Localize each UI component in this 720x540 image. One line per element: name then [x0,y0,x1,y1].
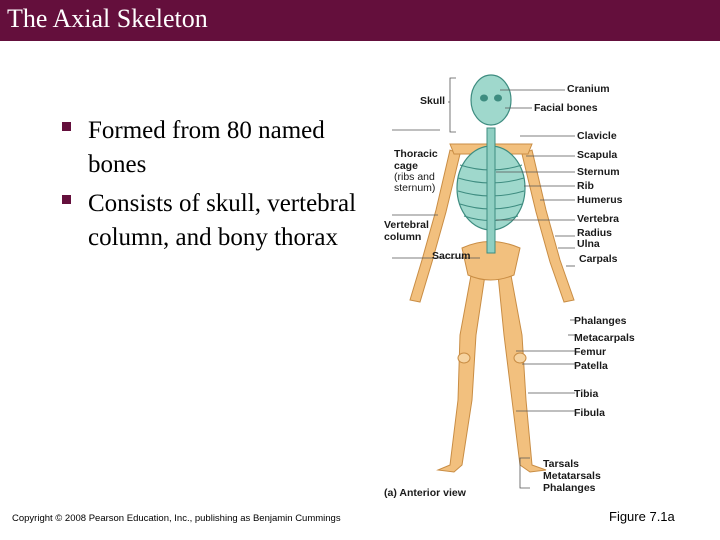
label-phalanges-foot: Phalanges [543,482,596,494]
title-bar [0,0,720,41]
label-sternum: Sternum [577,166,620,178]
label-skull: Skull [420,95,445,107]
bullet-square-icon [62,122,71,131]
bullet-item: Consists of skull, vertebral column, and… [62,187,362,255]
bullet-square-icon [62,195,71,204]
slide-title: The Axial Skeleton [7,4,208,33]
figure-reference: Figure 7.1a [609,509,675,524]
label-fibula: Fibula [574,407,605,419]
label-metacarpals: Metacarpals [574,332,635,344]
skeleton-illustration [409,74,575,473]
label-tibia: Tibia [574,388,598,400]
label-vertebral-column: column [384,231,421,243]
bullet-list: Formed from 80 named bones Consists of s… [62,114,362,260]
bullet-text: Formed from 80 named bones [88,117,325,178]
label-facial-bones: Facial bones [534,102,598,114]
copyright-text: Copyright © 2008 Pearson Education, Inc.… [12,513,341,524]
skeleton-figure: Skull Thoracic cage (ribs and sternum) V… [384,74,635,499]
label-clavicle: Clavicle [577,130,617,142]
label-tarsals: Tarsals [543,458,579,470]
label-phalanges-hand: Phalanges [574,315,627,327]
bullet-text: Consists of skull, vertebral column, and… [88,190,357,251]
label-radius: Radius [577,227,612,239]
label-thoracic-cage: (ribs and [394,171,435,183]
bullet-item: Formed from 80 named bones [62,114,362,182]
label-rib: Rib [577,180,594,192]
label-patella: Patella [574,360,608,372]
label-thoracic-cage: sternum) [394,182,435,194]
label-cranium: Cranium [567,83,610,95]
label-vertebra: Vertebra [577,213,619,225]
label-ulna: Ulna [577,238,600,250]
label-scapula: Scapula [577,149,617,161]
label-carpals: Carpals [579,253,618,265]
figure-caption: (a) Anterior view [384,487,467,499]
label-metatarsals: Metatarsals [543,470,601,482]
label-vertebral-column: Vertebral [384,219,429,231]
label-humerus: Humerus [577,194,623,206]
label-thoracic-cage: Thoracic [394,148,438,160]
label-sacrum: Sacrum [432,250,471,262]
label-thoracic-cage: cage [394,160,418,172]
label-femur: Femur [574,346,606,358]
